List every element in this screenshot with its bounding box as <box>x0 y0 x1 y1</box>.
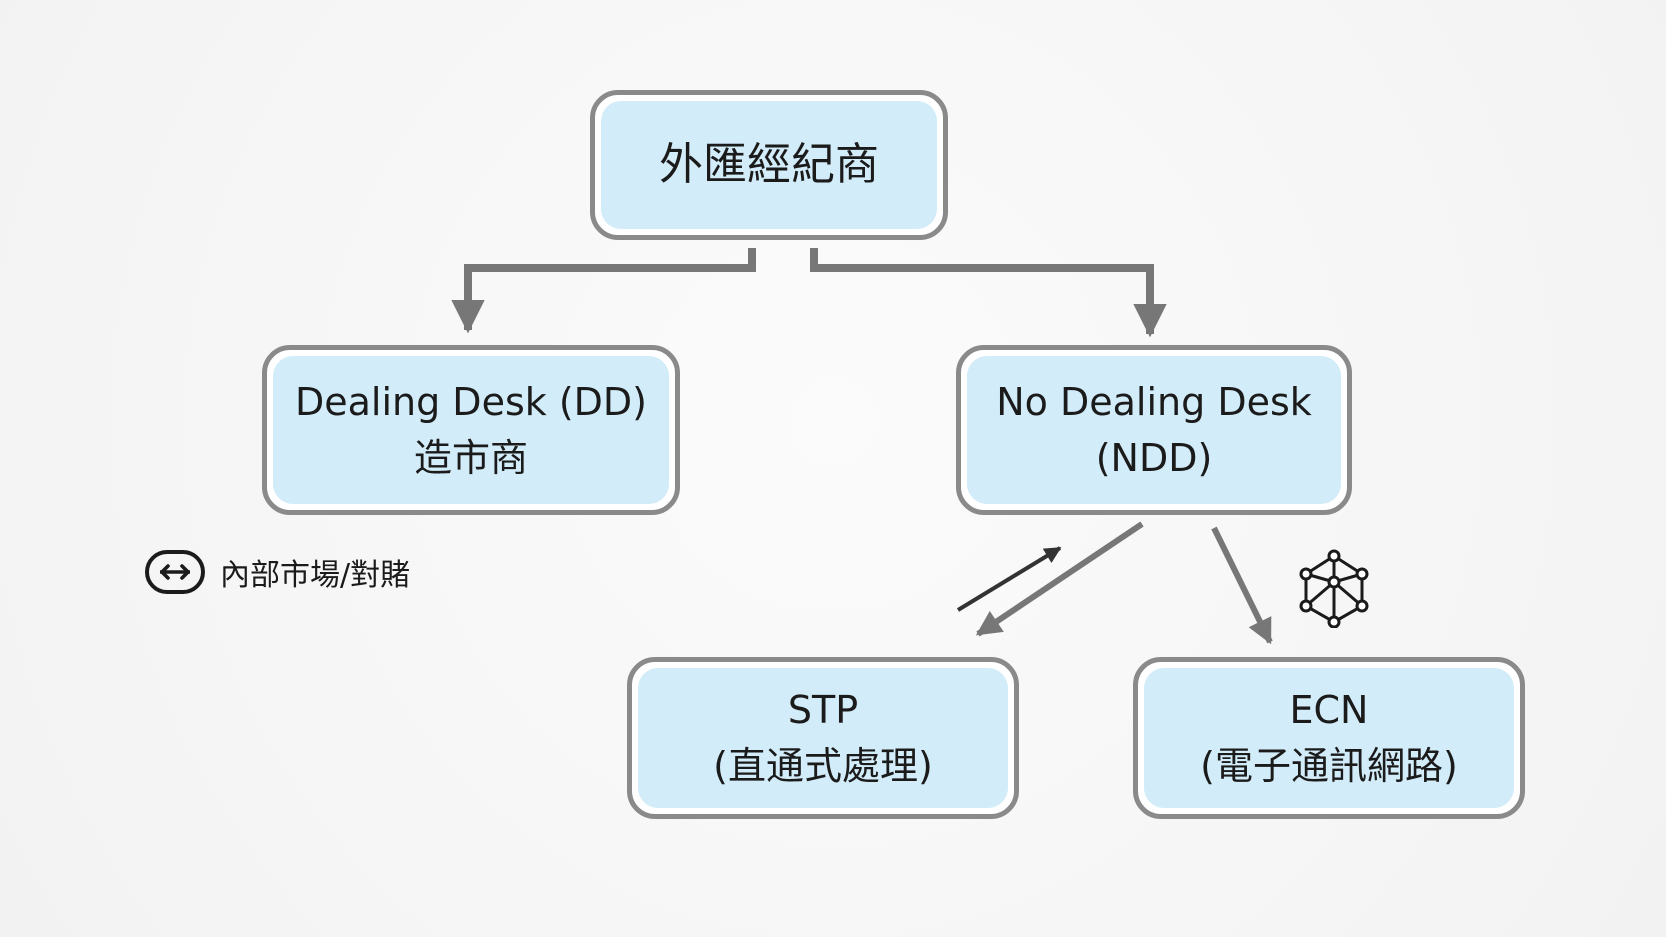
connector-stp-return-arrow <box>956 546 1062 612</box>
node-dealing-desk-line-1: Dealing Desk (DD) <box>294 380 648 424</box>
legend-text: 內部市場/對賭 <box>220 558 411 593</box>
connector-root-to-ndd <box>810 248 1167 338</box>
node-stp: STP (直通式處理) <box>627 657 1019 819</box>
node-ecn-content: ECN (電子通訊網路) <box>1144 668 1514 808</box>
node-no-dealing-desk-line-2: (NDD) <box>1095 436 1213 480</box>
connector-ndd-to-ecn <box>1211 526 1273 645</box>
node-ecn-line-2: (電子通訊網路) <box>1200 744 1458 788</box>
node-dealing-desk-content: Dealing Desk (DD) 造市商 <box>273 356 669 504</box>
node-no-dealing-desk-content: No Dealing Desk (NDD) <box>967 356 1341 504</box>
connector-root-to-dd <box>451 248 756 334</box>
node-no-dealing-desk: No Dealing Desk (NDD) <box>956 345 1352 515</box>
double-arrow-icon <box>145 550 205 594</box>
node-no-dealing-desk-line-1: No Dealing Desk <box>996 380 1312 424</box>
node-stp-line-2: (直通式處理) <box>713 744 933 788</box>
node-forex-broker: 外匯經紀商 <box>590 90 948 240</box>
network-icon <box>1299 549 1369 628</box>
legend-internal-market: 內部市場/對賭 <box>144 548 410 596</box>
node-ecn-line-1: ECN <box>1289 688 1369 732</box>
node-dealing-desk-line-2: 造市商 <box>413 436 528 480</box>
node-dealing-desk: Dealing Desk (DD) 造市商 <box>262 345 680 515</box>
node-forex-broker-content: 外匯經紀商 <box>601 101 937 229</box>
node-stp-line-1: STP <box>787 688 859 732</box>
node-stp-content: STP (直通式處理) <box>638 668 1008 808</box>
node-ecn: ECN (電子通訊網路) <box>1133 657 1525 819</box>
connector-ndd-to-stp <box>975 521 1144 637</box>
node-forex-broker-line-1: 外匯經紀商 <box>659 139 879 190</box>
